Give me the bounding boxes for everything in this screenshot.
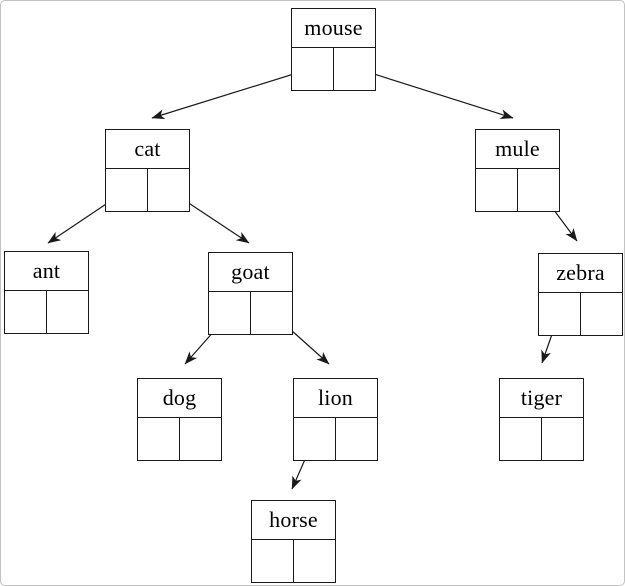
left-pointer-cell	[294, 418, 336, 461]
right-pointer-cell	[47, 291, 89, 334]
left-pointer-cell	[539, 293, 581, 336]
tree-node-mouse: mouse	[291, 8, 376, 91]
left-pointer-cell	[292, 48, 334, 91]
tree-node-zebra: zebra	[538, 253, 623, 336]
node-pointer-cells	[476, 169, 559, 212]
node-label: cat	[106, 130, 189, 169]
node-pointer-cells	[292, 48, 375, 91]
left-pointer-cell	[209, 292, 251, 335]
right-pointer-cell	[518, 169, 560, 212]
right-pointer-cell	[542, 418, 584, 461]
node-pointer-cells	[252, 540, 335, 583]
right-pointer-cell	[581, 293, 623, 336]
tree-node-ant: ant	[4, 251, 89, 334]
tree-node-lion: lion	[293, 378, 378, 461]
left-pointer-cell	[500, 418, 542, 461]
right-pointer-cell	[251, 292, 293, 335]
node-label: dog	[138, 379, 221, 418]
left-pointer-cell	[476, 169, 518, 212]
node-label: horse	[252, 501, 335, 540]
node-label: mule	[476, 130, 559, 169]
left-pointer-cell	[252, 540, 294, 583]
tree-node-goat: goat	[208, 252, 293, 335]
node-label: zebra	[539, 254, 622, 293]
edge-mouse-cat	[151, 67, 314, 120]
right-pointer-cell	[336, 418, 378, 461]
edge-mouse-mule	[354, 67, 514, 119]
node-label: ant	[5, 252, 88, 291]
node-label: goat	[209, 253, 292, 292]
tree-node-mule: mule	[475, 129, 560, 212]
node-label: tiger	[500, 379, 583, 418]
node-pointer-cells	[5, 291, 88, 334]
node-label: mouse	[292, 9, 375, 48]
right-pointer-cell	[148, 169, 190, 212]
node-pointer-cells	[209, 292, 292, 335]
node-label: lion	[294, 379, 377, 418]
tree-node-horse: horse	[251, 500, 336, 583]
node-pointer-cells	[539, 293, 622, 336]
left-pointer-cell	[106, 169, 148, 212]
node-pointer-cells	[106, 169, 189, 212]
node-pointer-cells	[500, 418, 583, 461]
right-pointer-cell	[294, 540, 336, 583]
right-pointer-cell	[180, 418, 222, 461]
left-pointer-cell	[138, 418, 180, 461]
tree-node-tiger: tiger	[499, 378, 584, 461]
node-pointer-cells	[294, 418, 377, 461]
right-pointer-cell	[334, 48, 376, 91]
tree-node-dog: dog	[137, 378, 222, 461]
node-pointer-cells	[138, 418, 221, 461]
tree-node-cat: cat	[105, 129, 190, 212]
left-pointer-cell	[5, 291, 47, 334]
